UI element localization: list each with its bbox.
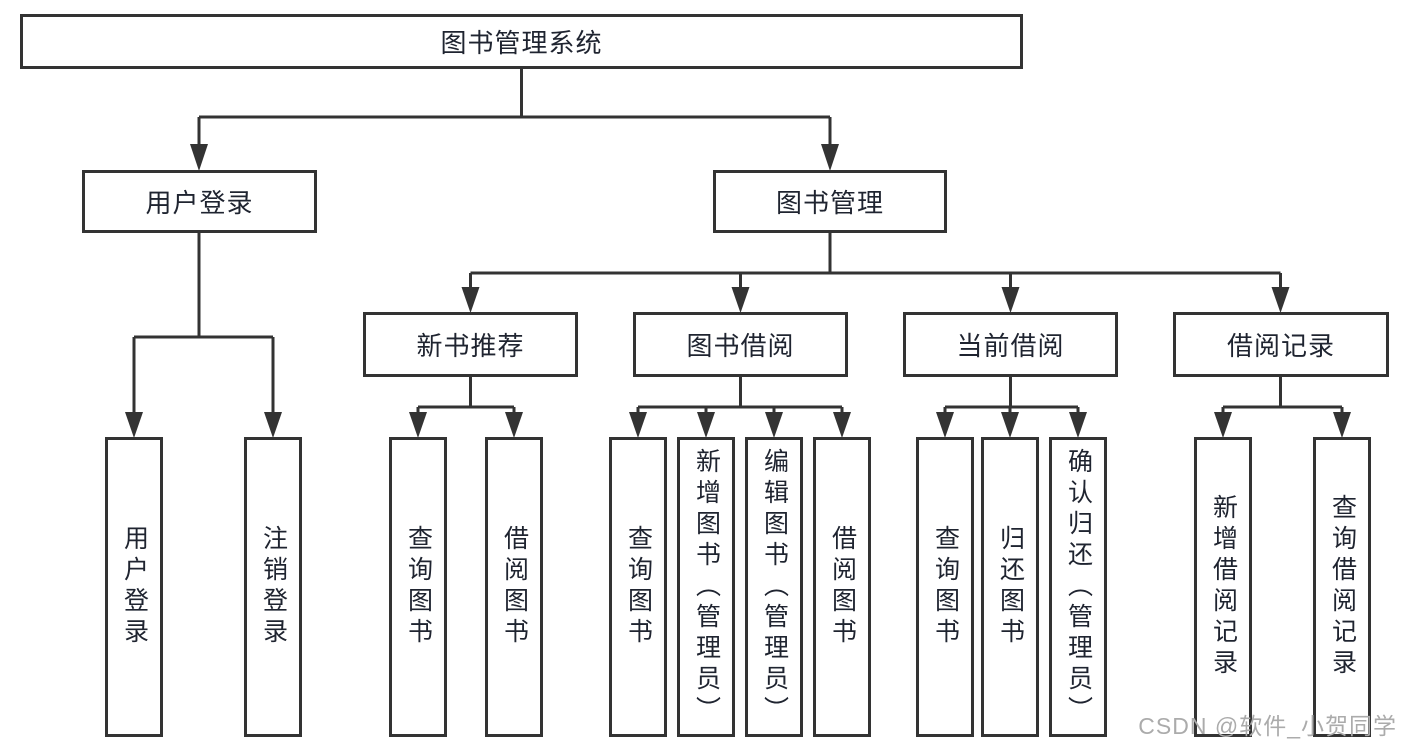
leaf-add-books-admin: 新增图书（管理员） xyxy=(677,437,735,737)
node-user-login-label: 用户登录 xyxy=(145,188,254,218)
leaf-query-books-recommend-label: 查询图书 xyxy=(404,525,433,649)
node-book-management: 图书管理 xyxy=(713,170,947,233)
leaf-logout: 注销登录 xyxy=(244,437,302,737)
leaf-borrow-books-label: 借阅图书 xyxy=(828,525,857,649)
leaf-query-books-recommend: 查询图书 xyxy=(389,437,447,737)
leaf-query-borrow-record: 查询借阅记录 xyxy=(1313,437,1371,737)
leaf-borrow-books: 借阅图书 xyxy=(813,437,871,737)
node-book-borrowing: 图书借阅 xyxy=(633,312,848,377)
node-library-system: 图书管理系统 xyxy=(20,14,1023,69)
leaf-edit-books-admin: 编辑图书（管理员） xyxy=(745,437,803,737)
node-new-book-recommend-label: 新书推荐 xyxy=(416,331,525,361)
leaf-logout-label: 注销登录 xyxy=(259,525,288,649)
node-user-login: 用户登录 xyxy=(82,170,317,233)
leaf-borrow-books-recommend-label: 借阅图书 xyxy=(500,525,529,649)
leaf-query-borrow-record-label: 查询借阅记录 xyxy=(1328,494,1357,680)
leaf-query-books-borrowing: 查询图书 xyxy=(609,437,667,737)
node-current-borrowing: 当前借阅 xyxy=(903,312,1118,377)
leaf-query-books-current-label: 查询图书 xyxy=(931,525,960,649)
csdn-watermark: CSDN @软件_小贺同学 xyxy=(1138,713,1397,739)
leaf-confirm-return-admin-label: 确认归还（管理员） xyxy=(1064,447,1093,727)
connector-arrowheads xyxy=(125,144,1351,438)
node-borrowing-records: 借阅记录 xyxy=(1173,312,1389,377)
leaf-return-books-label: 归还图书 xyxy=(996,525,1025,649)
node-book-management-label: 图书管理 xyxy=(775,188,884,218)
leaf-borrow-books-recommend: 借阅图书 xyxy=(485,437,543,737)
leaf-query-books-current: 查询图书 xyxy=(916,437,974,737)
leaf-return-books: 归还图书 xyxy=(981,437,1039,737)
connector-segments xyxy=(132,69,1344,416)
leaf-edit-books-admin-label: 编辑图书（管理员） xyxy=(760,447,789,727)
node-borrowing-records-label: 借阅记录 xyxy=(1226,331,1335,361)
leaf-confirm-return-admin: 确认归还（管理员） xyxy=(1049,437,1107,737)
node-library-system-label: 图书管理系统 xyxy=(440,28,603,58)
node-new-book-recommend: 新书推荐 xyxy=(363,312,578,377)
leaf-query-books-borrowing-label: 查询图书 xyxy=(624,525,653,649)
node-current-borrowing-label: 当前借阅 xyxy=(956,331,1065,361)
leaf-user-login-label: 用户登录 xyxy=(120,525,149,649)
leaf-user-login: 用户登录 xyxy=(105,437,163,737)
leaf-add-borrow-record-label: 新增借阅记录 xyxy=(1209,494,1238,680)
node-book-borrowing-label: 图书借阅 xyxy=(686,331,795,361)
leaf-add-borrow-record: 新增借阅记录 xyxy=(1194,437,1252,737)
leaf-add-books-admin-label: 新增图书（管理员） xyxy=(692,447,721,727)
